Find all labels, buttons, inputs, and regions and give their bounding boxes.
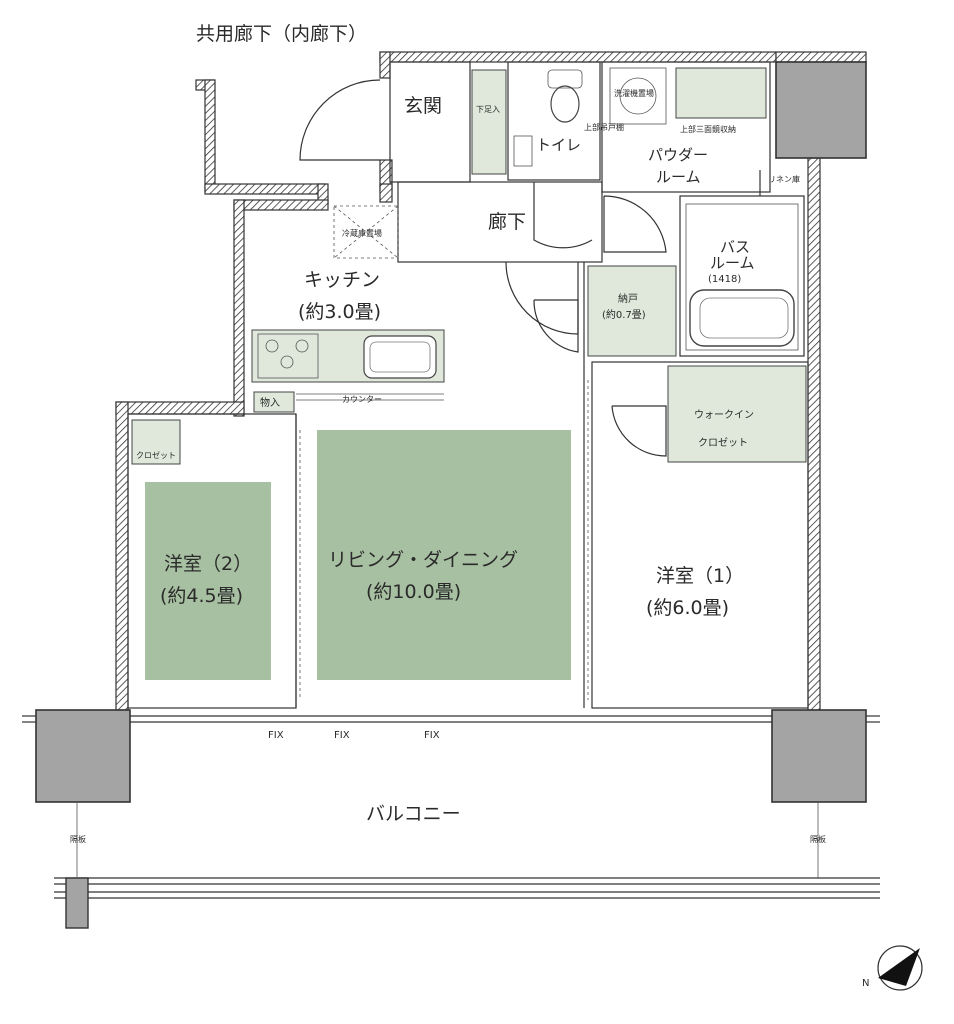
shoe-storage-label: 下足入 — [476, 105, 500, 114]
storage-size: (約0.7畳) — [602, 308, 646, 321]
stove-fixture — [265, 339, 309, 369]
fix-label-2: FIX — [334, 730, 350, 741]
washbasin-icon — [609, 67, 667, 125]
balcony-label: バルコニー — [366, 803, 461, 825]
living-label: リビング・ダイニング — [328, 549, 518, 571]
powder-room-line2: ルーム — [656, 168, 701, 186]
bathtub-icon — [689, 289, 795, 347]
living-floor — [317, 430, 571, 680]
corridor-label: 共用廊下（内廊下） — [196, 23, 367, 45]
powder-room-line1: パウダー — [648, 146, 708, 164]
balcony-outline — [54, 802, 880, 929]
toilet-icon — [547, 69, 583, 123]
door-swings — [299, 79, 761, 457]
small-storage-label: 物入 — [260, 396, 280, 409]
walkin-line1: ウォークイン — [694, 409, 754, 421]
fix-label-1: FIX — [268, 730, 284, 741]
room1-label: 洋室（1） — [656, 565, 744, 587]
entrance-label: 玄関 — [404, 95, 442, 117]
room2-label: 洋室（2） — [164, 553, 252, 575]
room2-floor — [145, 482, 271, 680]
fix-label-3: FIX — [424, 730, 440, 741]
room2-size: (約4.5畳) — [160, 585, 243, 607]
powder-room-label: パウダー ルーム — [648, 146, 713, 186]
hallway-label: 廊下 — [488, 211, 526, 233]
window-line — [22, 715, 880, 723]
partition-right-label: 隔板 — [810, 834, 826, 844]
upper-shelf-label: 上部吊戸棚 — [584, 122, 624, 132]
pillar-bottom-right — [771, 709, 867, 803]
north-arrow-icon — [877, 945, 923, 991]
fridge-label: 冷蔵庫置場 — [342, 228, 382, 238]
closet-label: クロゼット — [136, 450, 176, 460]
pillar-top-right — [775, 61, 867, 159]
living-size: (約10.0畳) — [366, 581, 461, 603]
bathroom-size: (1418) — [708, 274, 741, 285]
bathroom-label: バス ルーム — [710, 238, 755, 272]
linen-label: リネン庫 — [768, 174, 800, 184]
storage-label: 納戸 — [618, 292, 638, 305]
toilet-label: トイレ — [536, 136, 581, 154]
bathroom-line2: ルーム — [710, 254, 755, 272]
counter-label: カウンター — [342, 395, 382, 404]
bathroom-line1: バス — [720, 238, 750, 256]
walkin-label: ウォークイン クロゼット — [694, 409, 757, 449]
kitchen-sink-icon-inner — [369, 341, 431, 373]
kitchen-label: キッチン — [304, 269, 380, 291]
small-shelf — [513, 135, 533, 167]
pillar-bottom-left — [35, 709, 131, 803]
room1-size: (約6.0畳) — [646, 597, 729, 619]
north-label: N — [862, 978, 869, 989]
walkin-line2: クロゼット — [698, 437, 748, 449]
partition-left-label: 隔板 — [70, 834, 86, 844]
washer-area-label: 洗濯機置場 — [614, 88, 654, 98]
upper-mirror-label: 上部三面鏡収納 — [680, 124, 736, 134]
kitchen-sink-icon — [363, 335, 437, 379]
kitchen-size: (約3.0畳) — [298, 301, 381, 323]
